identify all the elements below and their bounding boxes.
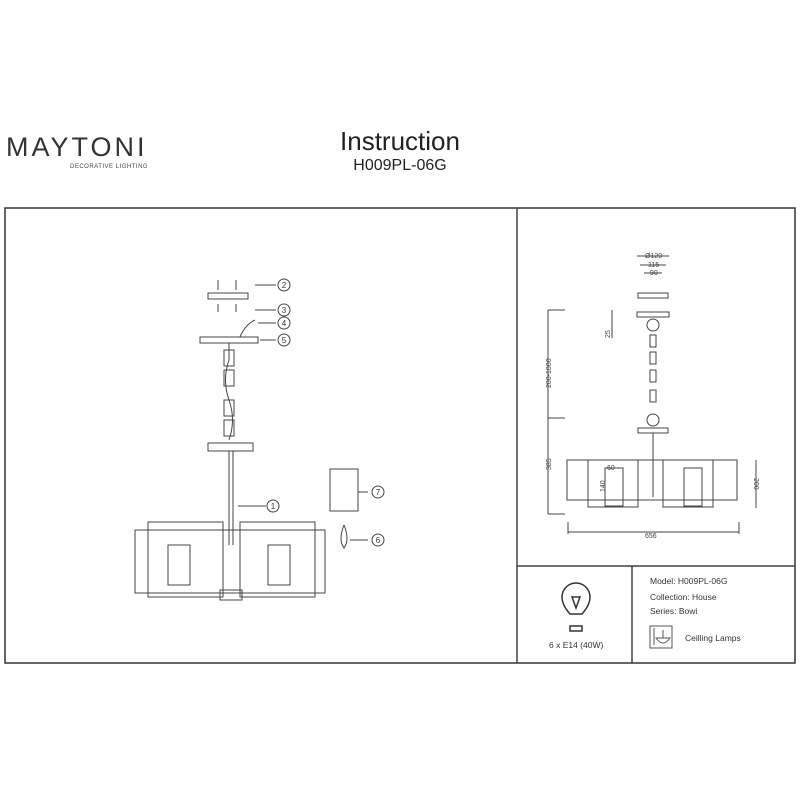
info-series: Series: Bowi bbox=[650, 606, 698, 616]
outer-frame bbox=[4, 207, 796, 664]
callout-3: 3 bbox=[282, 306, 287, 315]
dim-frame-height: 200 bbox=[752, 478, 759, 490]
callout-5: 5 bbox=[282, 336, 287, 345]
page-title: Instruction bbox=[340, 126, 460, 156]
exploded-view bbox=[134, 278, 385, 601]
callout-1: 1 bbox=[271, 502, 276, 511]
dim-shade-height: 140 bbox=[600, 480, 607, 492]
bulb-spec: 6 x E14 (40W) bbox=[549, 640, 604, 650]
dim-canopy: 25 bbox=[605, 330, 612, 338]
dim-90: 90 bbox=[650, 270, 658, 277]
callout-6: 6 bbox=[376, 536, 381, 545]
brand-tagline: DECORATIVE LIGHTING bbox=[70, 164, 149, 170]
model-number: H009PL-06G bbox=[353, 157, 447, 174]
callout-4: 4 bbox=[282, 319, 287, 328]
ceiling-lamp-icon bbox=[649, 625, 673, 649]
brand-logo: MAYTONI bbox=[6, 132, 148, 162]
dim-height: 385 bbox=[546, 458, 553, 470]
dim-width: 656 bbox=[645, 533, 657, 540]
dim-diameter: Ø120 bbox=[645, 253, 662, 260]
dim-115: 115 bbox=[648, 262, 659, 269]
callout-2: 2 bbox=[282, 281, 287, 290]
info-model: Model: H009PL-06G bbox=[650, 576, 728, 586]
dimension-view bbox=[547, 255, 757, 534]
dim-shade-width: 60 bbox=[607, 465, 615, 472]
bulb-icon bbox=[561, 582, 591, 632]
dim-chain: 200-1000 bbox=[546, 358, 553, 388]
info-collection: Collection: House bbox=[650, 592, 717, 602]
callout-7: 7 bbox=[376, 488, 381, 497]
info-category: Ceilling Lamps bbox=[685, 633, 741, 643]
